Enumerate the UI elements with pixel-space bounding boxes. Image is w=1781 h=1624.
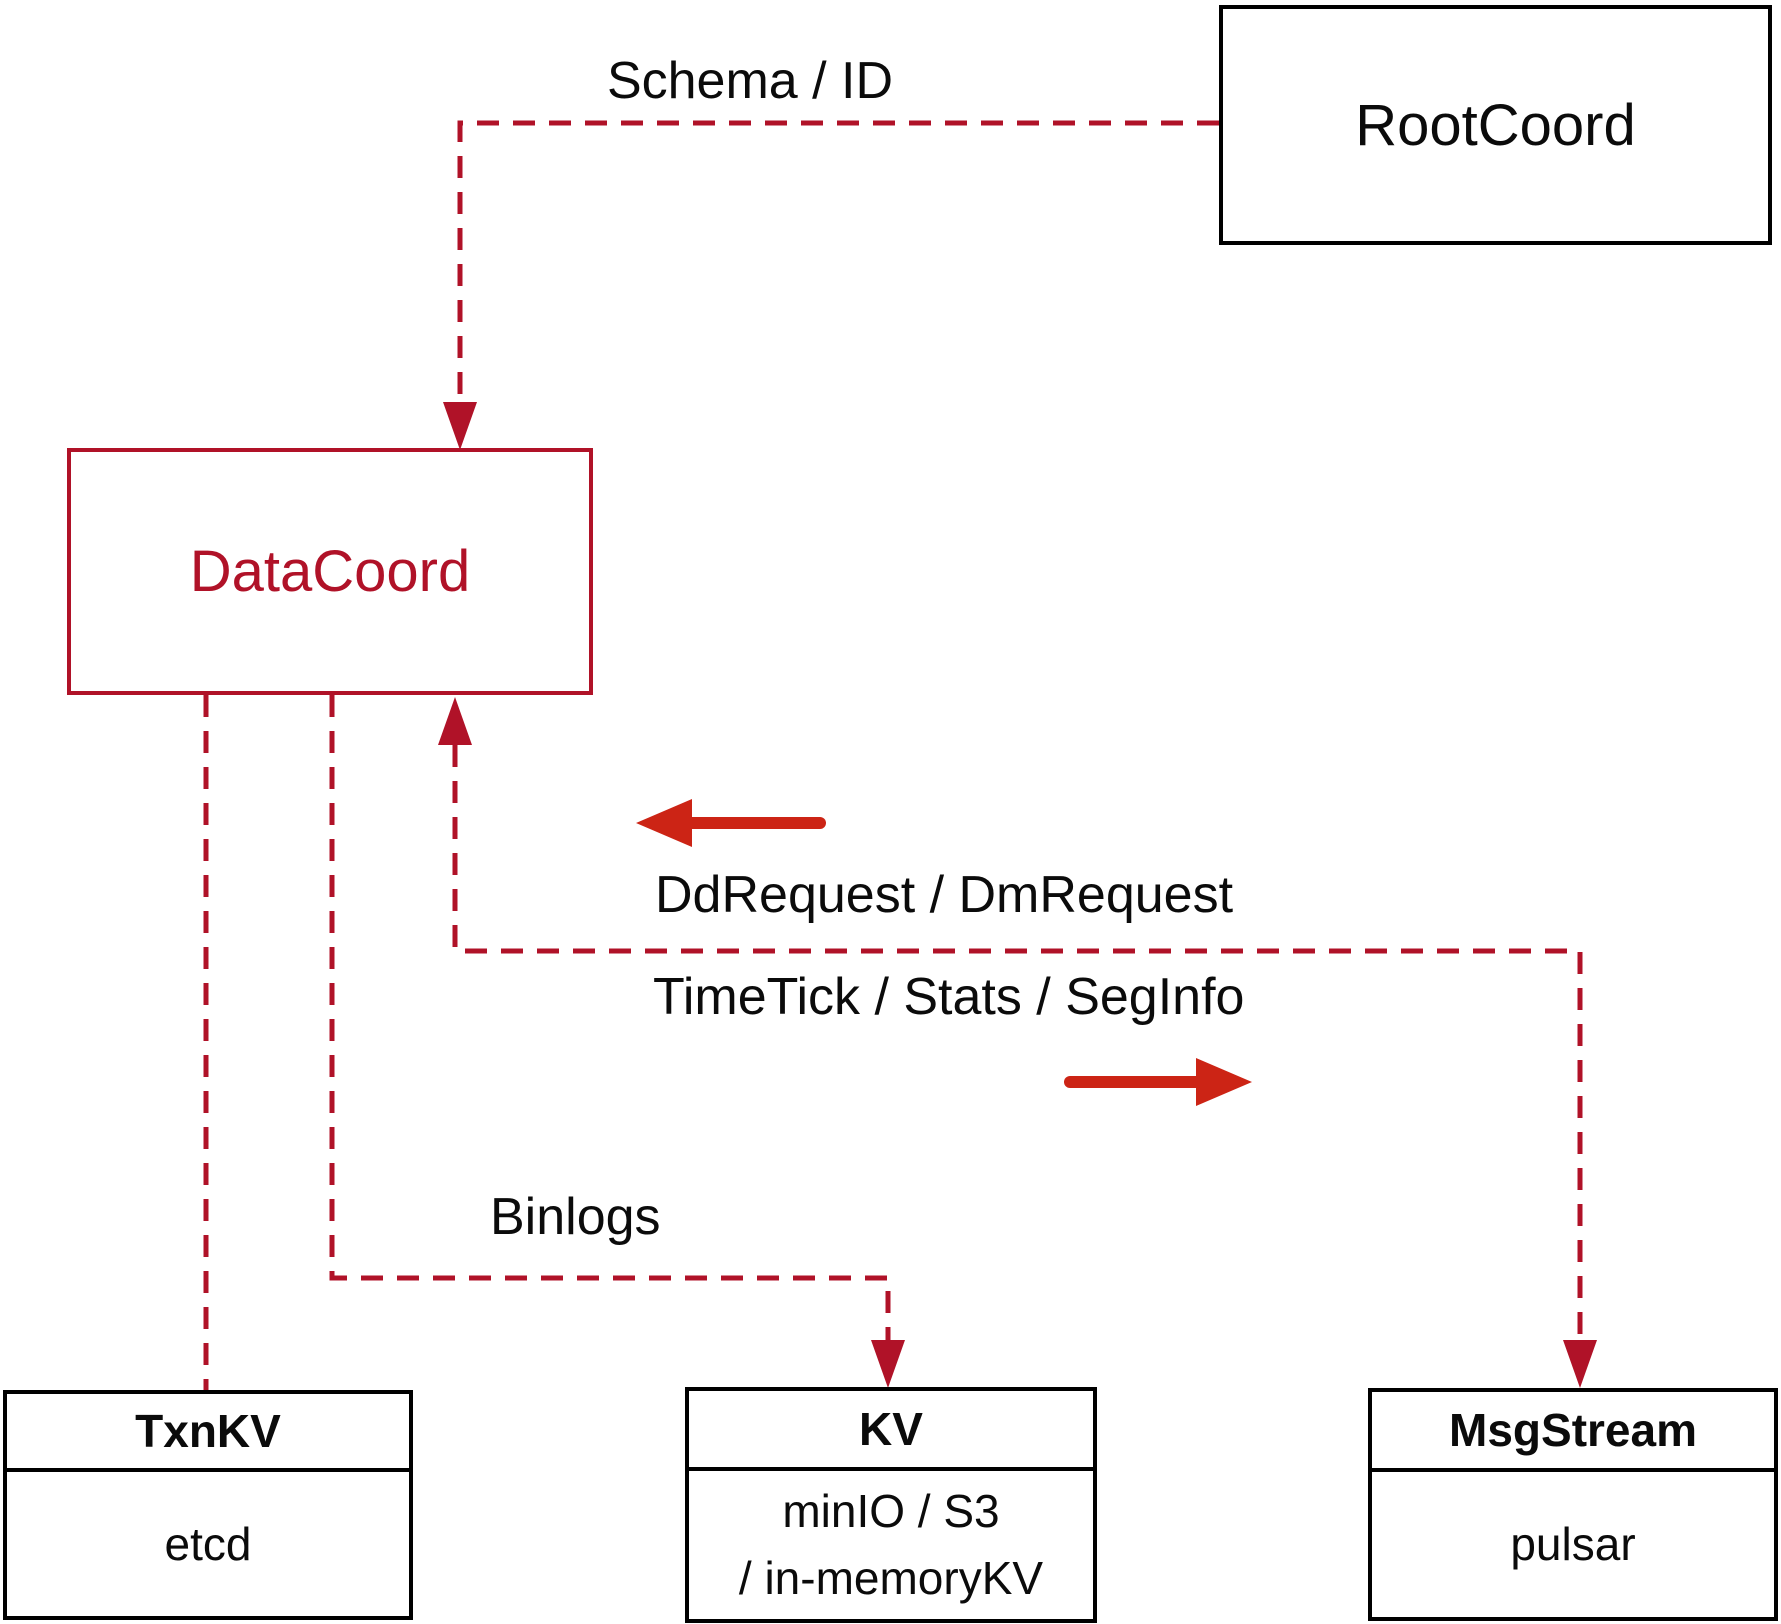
edge-msgstream-arrowhead-down	[1563, 1340, 1597, 1388]
node-txnkv: TxnKV etcd	[3, 1390, 413, 1620]
node-txnkv-title: TxnKV	[7, 1394, 409, 1472]
node-kv-body-line2: / in-memoryKV	[738, 1552, 1044, 1604]
node-kv-body-line1: minIO / S3	[782, 1485, 1000, 1538]
edge-label-timetick-stats-seginfo: TimeTick / Stats / SegInfo	[653, 968, 1245, 1026]
edge-label-binlogs: Binlogs	[490, 1188, 661, 1246]
node-msgstream-title: MsgStream	[1372, 1392, 1774, 1472]
edge-schema-id-line	[457, 120, 1219, 402]
node-txnkv-body: etcd	[164, 1517, 252, 1570]
edge-binlogs-line	[329, 695, 891, 1340]
edge-msgstream-line	[452, 745, 1583, 1340]
node-datacoord: DataCoord	[67, 448, 593, 695]
node-rootcoord-label: RootCoord	[1355, 92, 1636, 158]
left-direction-arrow-head	[636, 799, 692, 847]
node-msgstream-body: pulsar	[1510, 1518, 1636, 1571]
node-kv: KV minIO / S3 / in-memoryKV	[685, 1387, 1097, 1623]
edge-msgstream-arrowhead-up	[438, 697, 472, 745]
node-kv-title: KV	[689, 1391, 1093, 1471]
node-rootcoord: RootCoord	[1219, 5, 1772, 245]
edge-label-dd-dm-request: DdRequest / DmRequest	[655, 866, 1234, 924]
node-kv-body: minIO / S3 / in-memoryKV	[689, 1471, 1093, 1619]
node-datacoord-label: DataCoord	[189, 539, 471, 604]
edge-label-schema-id: Schema / ID	[606, 52, 894, 110]
edge-schema-id-arrowhead	[443, 402, 477, 450]
edge-binlogs-arrowhead	[871, 1340, 905, 1388]
right-direction-arrow-head	[1196, 1058, 1252, 1106]
node-msgstream: MsgStream pulsar	[1368, 1388, 1778, 1621]
